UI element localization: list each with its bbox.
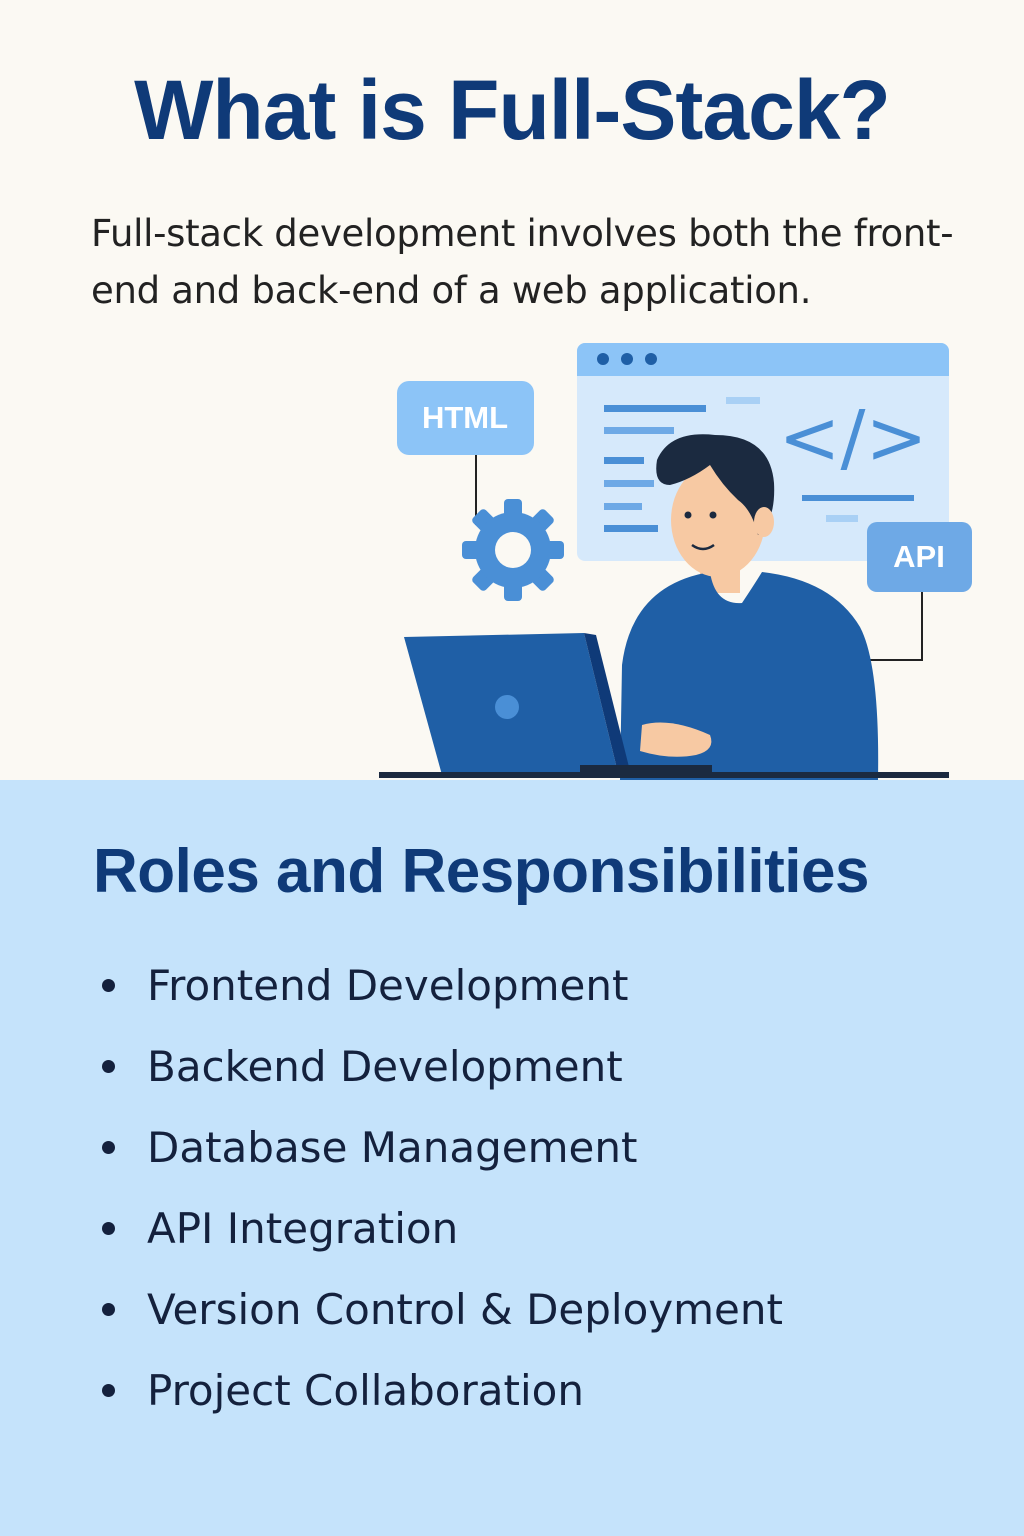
html-tag-label: HTML	[422, 400, 508, 435]
bullet-icon	[102, 1060, 115, 1073]
role-label: Database Management	[147, 1123, 638, 1172]
role-label: Frontend Development	[147, 961, 629, 1010]
role-label: Backend Development	[147, 1042, 623, 1091]
html-tag	[397, 381, 534, 455]
list-item: Frontend Development	[93, 945, 783, 1026]
roles-list: Frontend Development Backend Development…	[93, 945, 783, 1431]
code-symbol: </>	[779, 395, 928, 481]
api-tag-label: API	[893, 539, 945, 574]
list-item: Backend Development	[93, 1026, 783, 1107]
roles-section	[0, 780, 1024, 1536]
bullet-icon	[102, 979, 115, 992]
developer-illustration: </> HTML API	[379, 343, 972, 780]
bullet-icon	[102, 1141, 115, 1154]
laptop-icon	[404, 633, 712, 776]
desk-line	[379, 772, 949, 778]
role-label: API Integration	[147, 1204, 459, 1253]
api-tag	[867, 522, 972, 592]
list-item: Project Collaboration	[93, 1350, 783, 1431]
bullet-icon	[102, 1384, 115, 1397]
list-item: Version Control & Deployment	[93, 1269, 783, 1350]
role-label: Version Control & Deployment	[147, 1285, 783, 1334]
list-item: Database Management	[93, 1107, 783, 1188]
bullet-icon	[102, 1303, 115, 1316]
page-title: What is Full-Stack?	[134, 63, 891, 157]
developer-avatar	[620, 434, 879, 780]
list-item: API Integration	[93, 1188, 783, 1269]
roles-title: Roles and Responsibilities	[93, 837, 869, 906]
intro-text: Full-stack development involves both the…	[91, 212, 954, 312]
browser-window-icon	[577, 343, 949, 561]
role-label: Project Collaboration	[147, 1366, 584, 1415]
gear-icon	[462, 499, 564, 601]
bullet-icon	[102, 1222, 115, 1235]
